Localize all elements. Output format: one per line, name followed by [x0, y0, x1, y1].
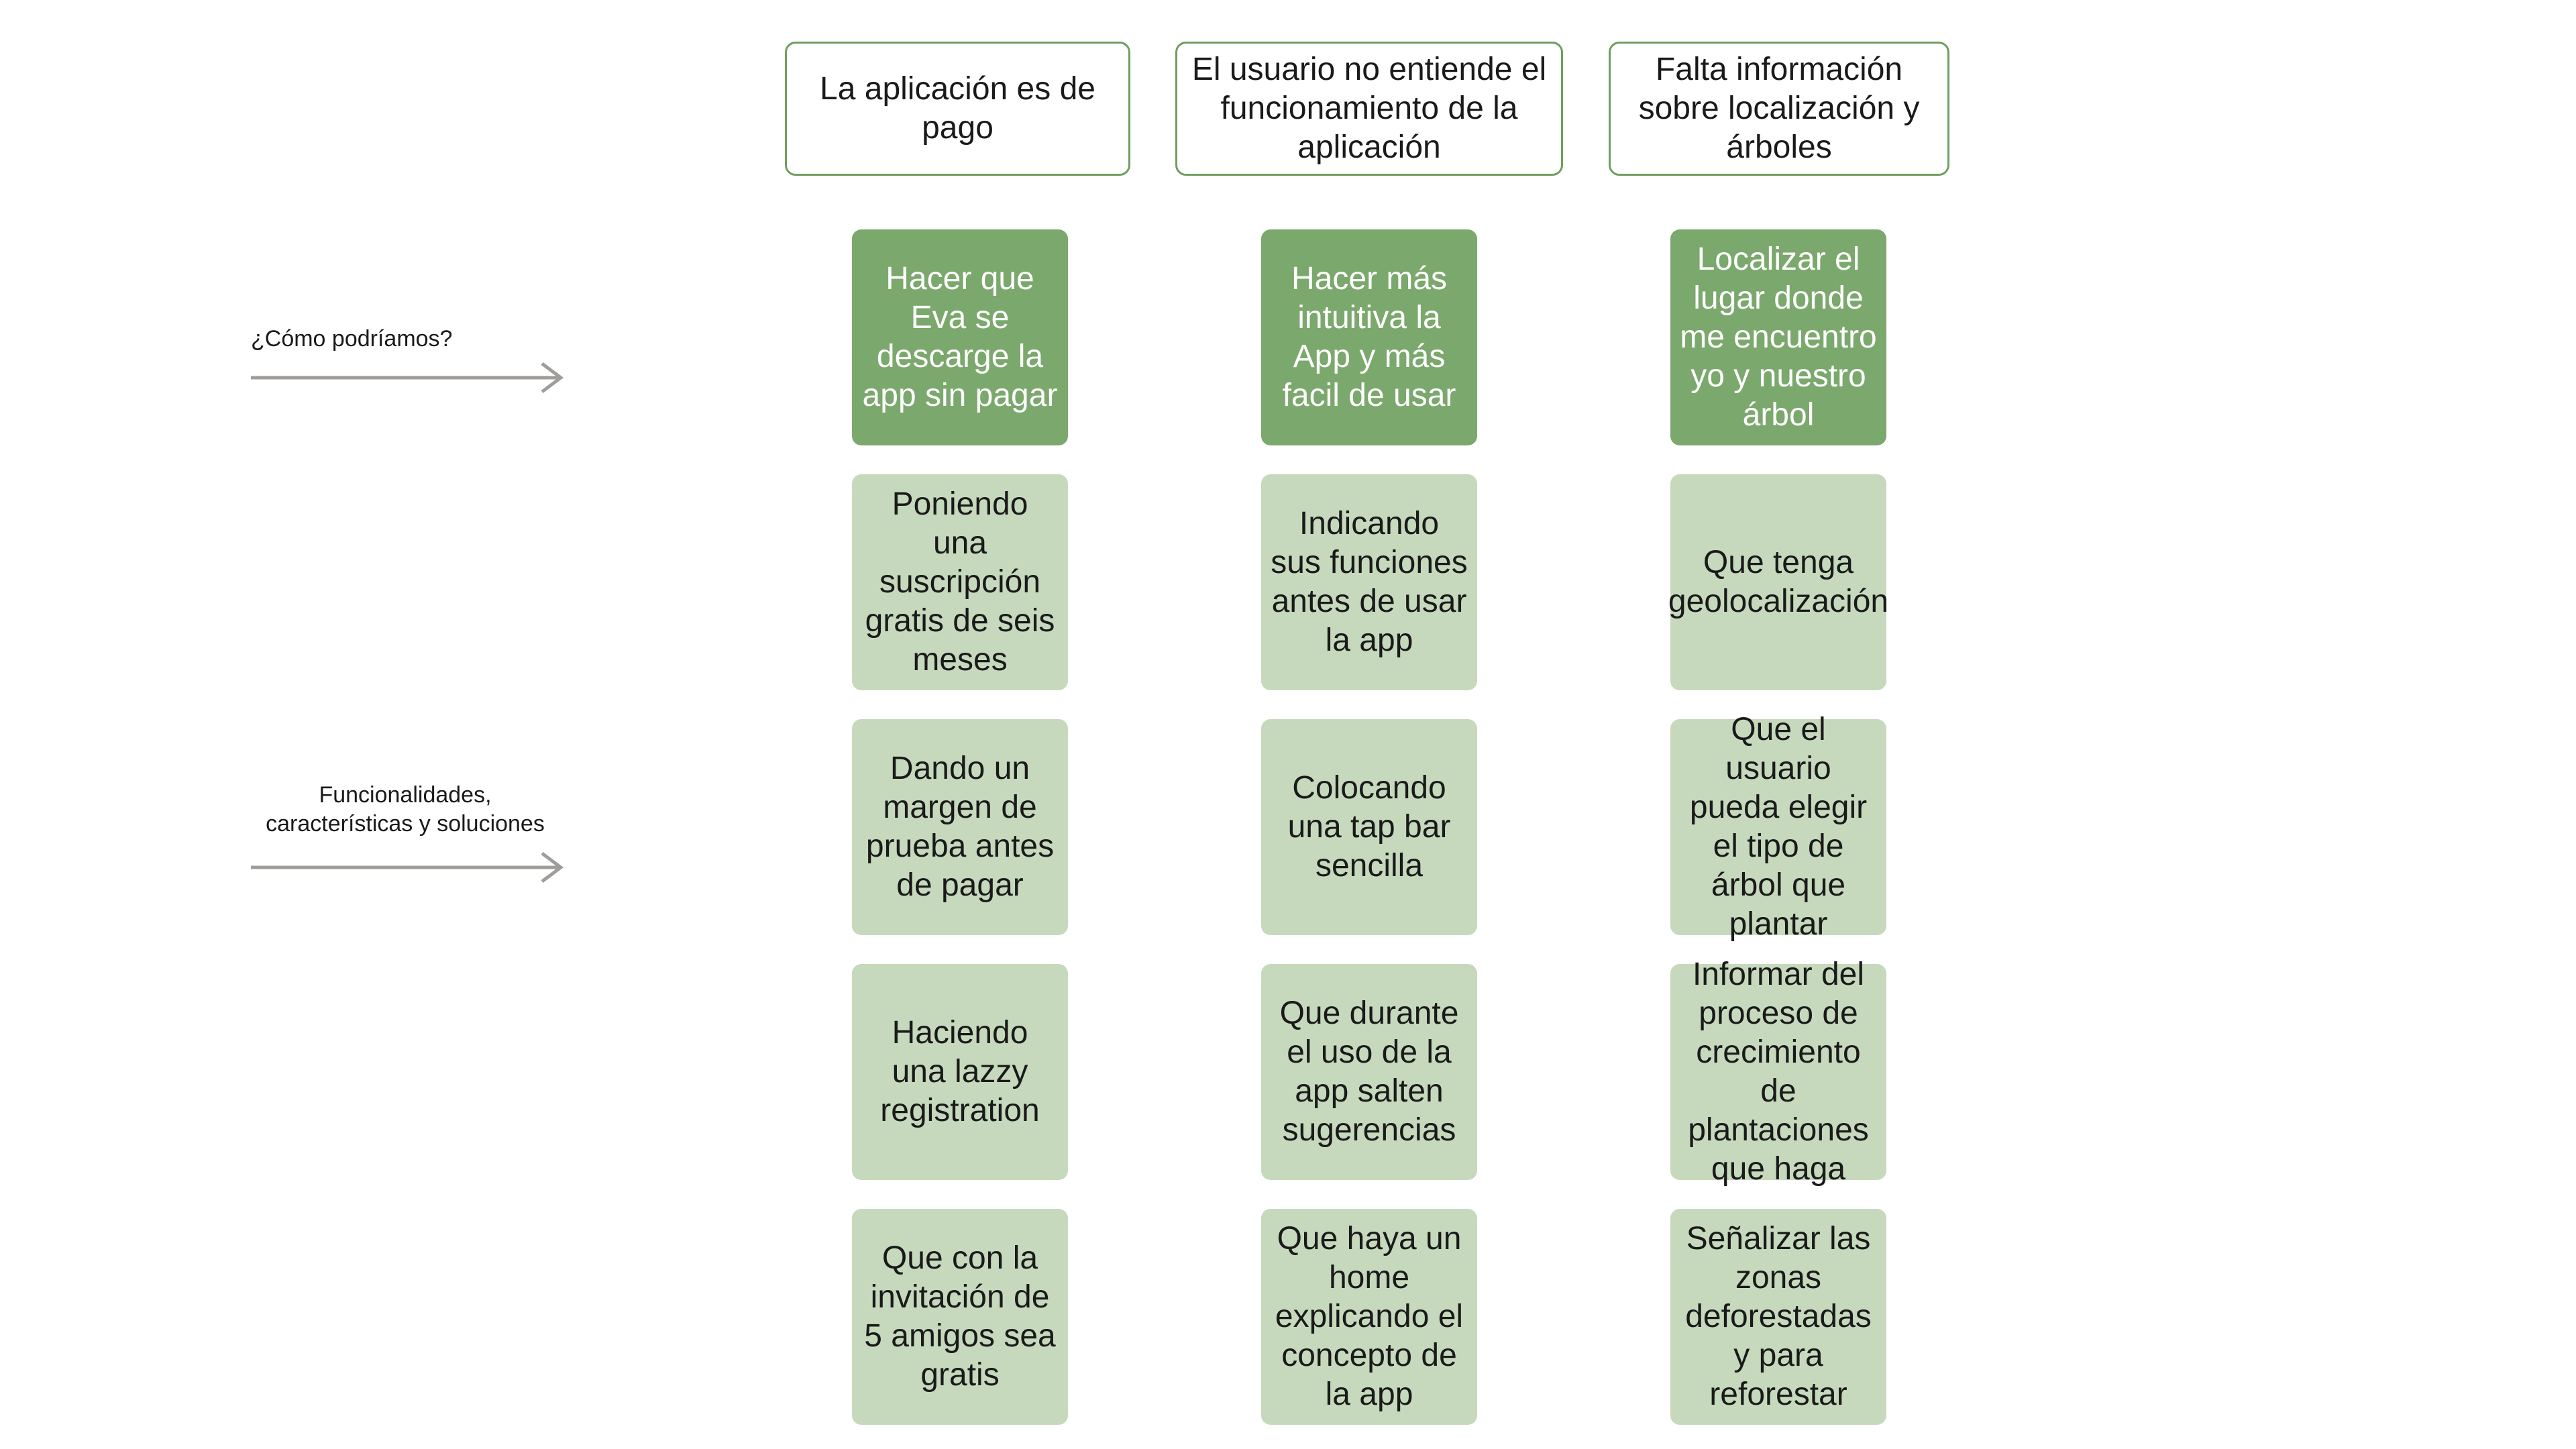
- idea-note-2-4: Que haya un home explicando el concepto …: [1261, 1209, 1477, 1425]
- idea-note-1-3: Haciendo una lazzy registration: [852, 964, 1068, 1180]
- hmw-label: ¿Cómo podríamos?: [251, 326, 453, 352]
- features-arrow-icon: [251, 852, 564, 883]
- problem-header-2: El usuario no entiende el funcionamiento…: [1175, 42, 1563, 176]
- idea-note-2-1: Indicando sus funciones antes de usar la…: [1261, 474, 1477, 690]
- hmw-note-3: Localizar el lugar donde me encuentro yo…: [1670, 229, 1886, 445]
- idea-note-3-1: Que tenga geolocalización: [1668, 474, 1888, 690]
- hmw-arrow-icon: [251, 362, 564, 393]
- idea-note-3-4: Señalizar las zonas deforestadas y para …: [1670, 1209, 1886, 1425]
- idea-note-1-2: Dando un margen de prueba antes de pagar: [852, 719, 1068, 935]
- features-label: Funcionalidades, características y soluc…: [266, 782, 545, 837]
- idea-note-2-3: Que durante el uso de la app salten suge…: [1261, 964, 1477, 1180]
- idea-note-1-1: Poniendo una suscripción gratis de seis …: [852, 474, 1068, 690]
- idea-note-3-3: Informar del proceso de crecimiento de p…: [1670, 957, 1886, 1187]
- idea-note-2-2: Colocando una tap bar sencilla: [1261, 719, 1477, 935]
- idea-note-1-4: Que con la invitación de 5 amigos sea gr…: [852, 1209, 1068, 1425]
- problem-header-1: La aplicación es de pago: [785, 42, 1130, 176]
- hmw-note-2: Hacer más intuitiva la App y más facil d…: [1261, 229, 1477, 445]
- problem-header-3: Falta información sobre localización y á…: [1609, 42, 1949, 176]
- hmw-note-1: Hacer que Eva se descarge la app sin pag…: [852, 229, 1068, 445]
- idea-note-3-2: Que el usuario pueda elegir el tipo de á…: [1670, 712, 1886, 942]
